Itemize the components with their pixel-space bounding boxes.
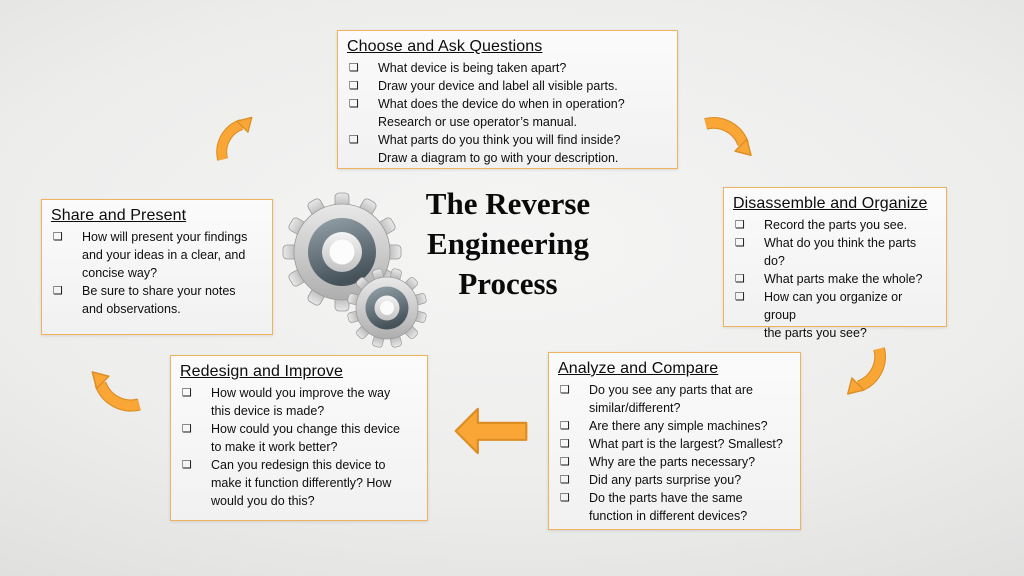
title-line: The Reverse bbox=[425, 186, 591, 221]
box-heading: Share and Present bbox=[51, 207, 187, 224]
checkbox-icon: ❑ bbox=[53, 284, 63, 297]
checkbox-icon: ❑ bbox=[735, 218, 745, 231]
checklist-item: ❑ What does the device do when in operati… bbox=[347, 95, 668, 131]
checkbox-icon: ❑ bbox=[53, 230, 63, 243]
checkbox-icon: ❑ bbox=[182, 458, 192, 471]
process-step-box-redesign: Redesign and Improve ❑ How would you impr… bbox=[170, 355, 428, 521]
checkbox-icon: ❑ bbox=[560, 473, 570, 486]
straight-arrow-left-icon bbox=[454, 407, 528, 455]
box-heading: Choose and Ask Questions bbox=[347, 38, 543, 55]
checklist-item-text: Did any parts surprise you? bbox=[589, 473, 742, 487]
title-line: Engineering bbox=[427, 226, 589, 261]
checkbox-icon: ❑ bbox=[560, 437, 570, 450]
checklist-item: ❑ Record the parts you see. bbox=[733, 216, 937, 234]
checklist-item-text: What parts do you think you will find in… bbox=[378, 133, 621, 165]
checkbox-icon: ❑ bbox=[735, 272, 745, 285]
curved-arrow-up-left-icon bbox=[82, 365, 142, 423]
checkbox-icon: ❑ bbox=[349, 61, 359, 74]
checklist-item-text: Why are the parts necessary? bbox=[589, 455, 756, 469]
box-heading: Redesign and Improve bbox=[180, 363, 343, 380]
checkbox-icon: ❑ bbox=[182, 422, 192, 435]
checkbox-icon: ❑ bbox=[560, 455, 570, 468]
checkbox-icon: ❑ bbox=[349, 79, 359, 92]
curved-arrow-down-right-icon bbox=[704, 106, 760, 162]
box-heading: Analyze and Compare bbox=[558, 360, 719, 377]
checkbox-icon: ❑ bbox=[560, 383, 570, 396]
process-step-box-disassemble: Disassemble and Organize ❑ Record the par… bbox=[723, 187, 947, 340]
checkbox-icon: ❑ bbox=[560, 491, 570, 504]
checkbox-icon: ❑ bbox=[182, 386, 192, 399]
checkbox-icon: ❑ bbox=[735, 236, 745, 249]
box-heading: Disassemble and Organize bbox=[733, 195, 928, 212]
checklist-item-text: Record the parts you see. bbox=[764, 218, 908, 232]
process-step-box-share: Share and Present ❑ How will present your… bbox=[41, 199, 273, 335]
checkbox-icon: ❑ bbox=[735, 290, 745, 303]
process-step-box-analyze: Analyze and Compare ❑ Do you see any part… bbox=[548, 352, 801, 530]
checklist-item-text: Are there any simple machines? bbox=[589, 419, 768, 433]
checklist-item: ❑ Why are the parts necessary? bbox=[558, 453, 791, 471]
checklist-item-text: What parts make the whole? bbox=[764, 272, 923, 286]
curved-arrow-up-right-icon bbox=[206, 104, 258, 166]
checkbox-icon: ❑ bbox=[560, 419, 570, 432]
checklist-item: ❑ What parts do you think you will find i… bbox=[347, 131, 668, 167]
checklist-item-text: What device is being taken apart? bbox=[378, 61, 567, 75]
process-step-box-choose: Choose and Ask Questions ❑ What device is… bbox=[337, 30, 678, 169]
curved-arrow-down-left-icon bbox=[841, 346, 897, 404]
title-line: Process bbox=[458, 266, 558, 301]
checklist-item: ❑ What part is the largest? Smallest? bbox=[558, 435, 791, 453]
checklist: ❑ What device is being taken apart? ❑ Draw … bbox=[347, 59, 668, 167]
checklist-item-text: Draw your device and label all visible p… bbox=[378, 79, 618, 93]
checklist-item: ❑ Are there any simple machines? bbox=[558, 417, 791, 435]
checklist-item: ❑ What parts make the whole? bbox=[733, 270, 937, 288]
page-title: The Reverse Engineering Process bbox=[398, 184, 618, 304]
gears-icon bbox=[282, 192, 427, 348]
checkbox-icon: ❑ bbox=[349, 97, 359, 110]
checklist-item: ❑ What device is being taken apart? bbox=[347, 59, 668, 77]
checklist-item: ❑ Draw your device and label all visible … bbox=[347, 77, 668, 95]
checklist: ❑ Record the parts you see. ❑ What do you t… bbox=[733, 216, 937, 342]
checklist-item: ❑ Did any parts surprise you? bbox=[558, 471, 791, 489]
checkbox-icon: ❑ bbox=[349, 133, 359, 146]
checklist-item-text: What part is the largest? Smallest? bbox=[589, 437, 783, 451]
checklist-item-text: What does the device do when in operatio… bbox=[378, 97, 625, 129]
